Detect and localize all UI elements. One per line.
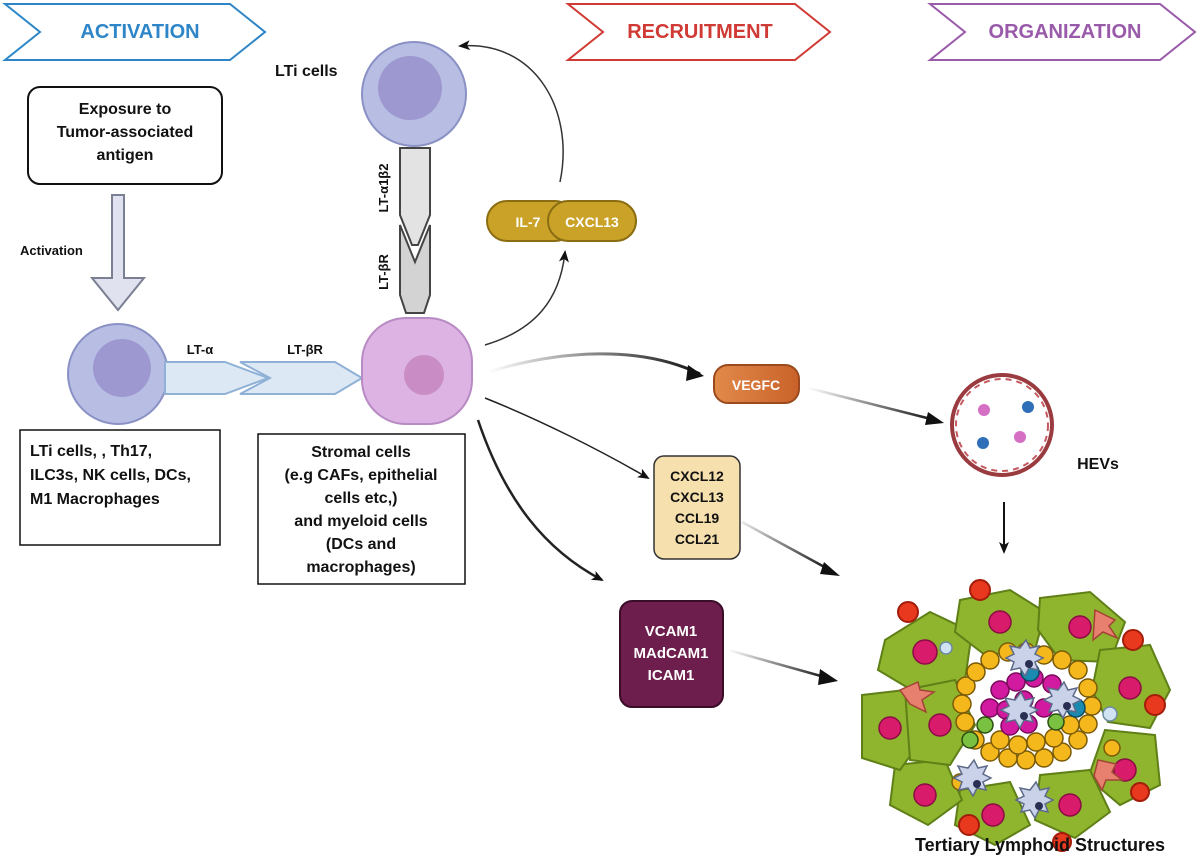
lt-alpha-label: LT-α xyxy=(187,342,214,357)
tls-illustration xyxy=(861,579,1172,852)
il7-cxcl13-pill: IL-7 CXCL13 xyxy=(486,200,637,242)
stromal-cell xyxy=(361,317,473,425)
adhesion-line-3: ICAM1 xyxy=(648,667,695,684)
chemokine-line-1: CXCL12 xyxy=(670,468,724,484)
phase-label-activation: ACTIVATION xyxy=(80,21,199,43)
chemokine-box: CXCL12 CXCL13 CCL19 CCL21 xyxy=(653,455,741,560)
exposure-box: Exposure to Tumor-associated antigen xyxy=(27,86,223,185)
il7-label: IL-7 xyxy=(516,214,541,230)
stromal-line-3: cells etc,) xyxy=(325,490,398,507)
arrow-stromal-to-il7 xyxy=(484,250,569,346)
immune-cell-left xyxy=(67,323,169,425)
exposure-line-2: Tumor-associated xyxy=(57,124,194,141)
exposure-line-1: Exposure to xyxy=(79,101,172,118)
stromal-line-2: (e.g CAFs, epithelial xyxy=(285,467,438,484)
arrow-stromal-to-vegfc xyxy=(487,352,701,376)
arrow-chemokines-to-tls xyxy=(741,520,831,572)
adhesion-box: VCAM1 MAdCAM1 ICAM1 xyxy=(619,600,724,708)
left-cells-line-1: LTi cells, , Th17, xyxy=(30,443,152,460)
chemokine-line-3: CCL19 xyxy=(675,510,720,526)
hevs-label: HEVs xyxy=(1077,456,1119,473)
cxcl13-pill-label: CXCL13 xyxy=(565,214,619,230)
lti-cell-top xyxy=(361,41,467,147)
left-cells-box: LTi cells, , Th17, ILC3s, NK cells, DCs,… xyxy=(19,429,221,546)
phase-banner-activation: ACTIVATION xyxy=(2,3,267,61)
stromal-line-1: Stromal cells xyxy=(311,444,411,461)
lt-beta-r-vertical-label: LT-βR xyxy=(376,253,391,289)
left-cells-line-2: ILC3s, NK cells, DCs, xyxy=(30,467,191,484)
left-cells-line-3: M1 Macrophages xyxy=(30,491,160,508)
lt-ligand-receptor-horizontal xyxy=(164,361,364,395)
vegfc-label: VEGFC xyxy=(732,377,780,393)
activation-label: Activation xyxy=(20,243,83,258)
stromal-line-6: macrophages) xyxy=(306,559,415,576)
chemokine-line-2: CXCL13 xyxy=(670,489,724,505)
activation-down-arrow xyxy=(89,194,147,312)
lt-a1b2-label: LT-α1β2 xyxy=(376,164,391,213)
exposure-line-3: antigen xyxy=(97,147,154,164)
stromal-line-5: (DCs and xyxy=(326,536,396,553)
stromal-line-4: and myeloid cells xyxy=(294,513,427,530)
phase-banner-organization: ORGANIZATION xyxy=(927,3,1197,61)
arrow-stromal-to-adhesion xyxy=(476,419,604,582)
hev-vessel xyxy=(950,373,1054,477)
arrow-il7-to-lti xyxy=(458,40,564,183)
arrow-vegfc-to-hevs xyxy=(807,386,936,422)
arrow-adhesion-to-tls xyxy=(727,648,829,680)
adhesion-line-2: MAdCAM1 xyxy=(634,645,709,662)
phase-label-organization: ORGANIZATION xyxy=(989,21,1142,43)
lt-ligand-receptor-vertical xyxy=(399,147,431,314)
lti-cells-label: LTi cells xyxy=(275,63,338,80)
lt-beta-r-horizontal-label: LT-βR xyxy=(287,342,323,357)
arrow-stromal-to-chemokines xyxy=(484,397,650,480)
phase-banner-recruitment: RECRUITMENT xyxy=(565,3,832,61)
vegfc-pill: VEGFC xyxy=(713,364,800,404)
stromal-cells-box: Stromal cells (e.g CAFs, epithelial cell… xyxy=(257,433,466,585)
phase-label-recruitment: RECRUITMENT xyxy=(627,21,773,43)
chemokine-line-4: CCL21 xyxy=(675,531,720,547)
adhesion-line-1: VCAM1 xyxy=(645,623,698,640)
tls-label: Tertiary Lymphoid Structures xyxy=(915,835,1165,855)
